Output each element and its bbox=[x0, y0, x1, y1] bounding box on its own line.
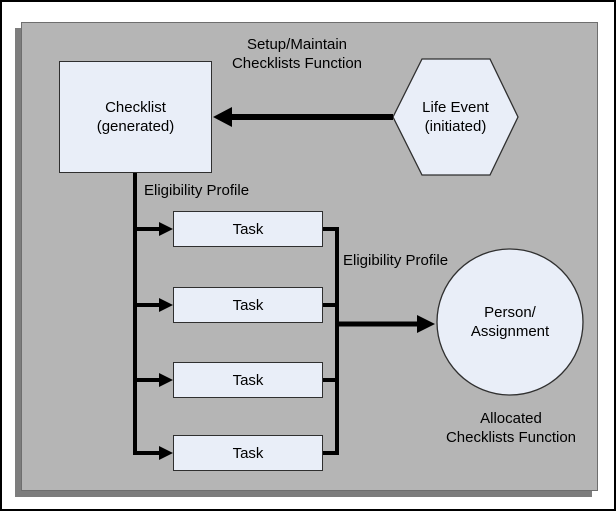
person-label-line2: Assignment bbox=[470, 323, 550, 340]
task-label: Task bbox=[232, 371, 264, 389]
checklist-node: Checklist (generated) bbox=[59, 61, 212, 173]
task-node-2: Task bbox=[173, 287, 323, 323]
task-label: Task bbox=[232, 444, 264, 462]
task-label: Task bbox=[232, 296, 264, 314]
task-node-1: Task bbox=[173, 211, 323, 247]
eligibility-profile-label-top: Eligibility Profile bbox=[144, 182, 250, 199]
checklist-label-line1: Checklist bbox=[105, 99, 166, 116]
person-label-line1: Person/ bbox=[484, 304, 536, 321]
task-node-3: Task bbox=[173, 362, 323, 398]
eligibility-profile-label-right: Eligibility Profile bbox=[343, 252, 449, 269]
task-node-4: Task bbox=[173, 435, 323, 471]
setup-maintain-label-line1: Setup/Maintain bbox=[246, 36, 348, 53]
life-event-label-line2: (initiated) bbox=[424, 118, 487, 135]
setup-maintain-label-line2: Checklists Function bbox=[231, 55, 363, 72]
life-event-label-line1: Life Event bbox=[422, 99, 489, 116]
setup-maintain-label: Setup/Maintain Checklists Function bbox=[207, 35, 387, 73]
checklist-label-line2: (generated) bbox=[96, 118, 175, 135]
life-event-node: Life Event (initiated) bbox=[393, 59, 518, 175]
allocated-checklists-label-line2: Checklists Function bbox=[445, 429, 577, 446]
person-assignment-node: Person/ Assignment bbox=[437, 249, 583, 395]
allocated-checklists-label: Allocated Checklists Function bbox=[416, 409, 606, 447]
allocated-checklists-label-line1: Allocated bbox=[480, 410, 542, 427]
task-label: Task bbox=[232, 220, 264, 238]
